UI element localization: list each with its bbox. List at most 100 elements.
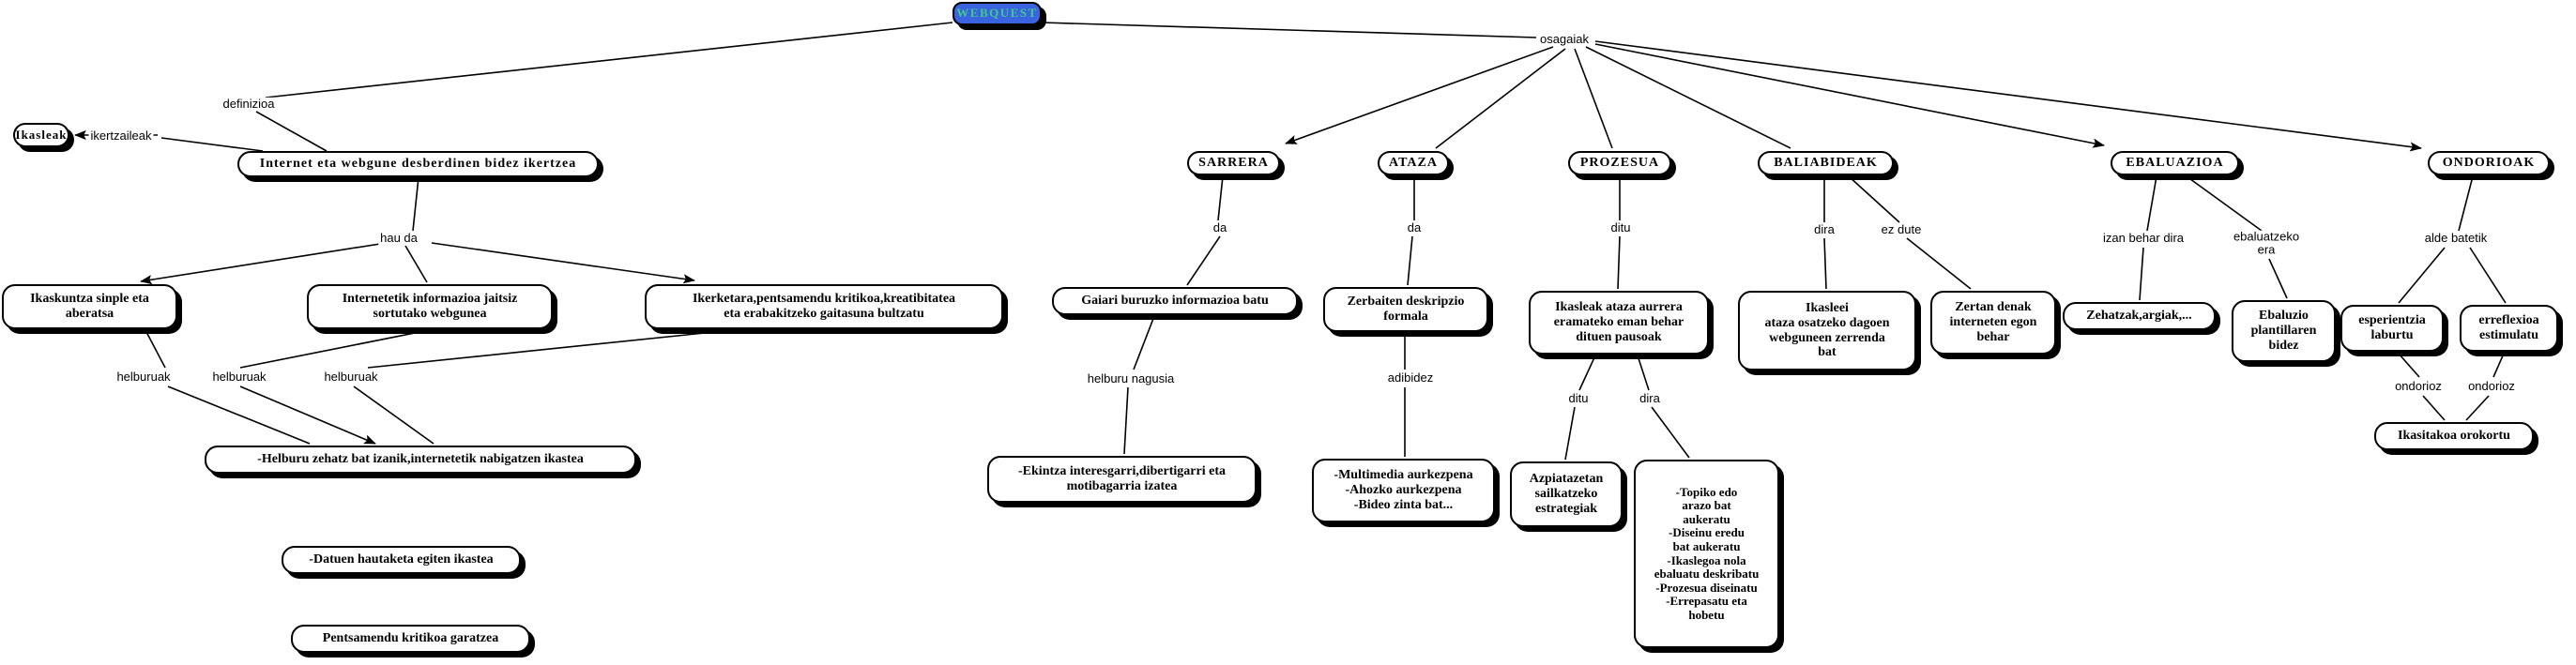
edge-osag-ondo [1594, 40, 2422, 152]
edge-label-ondorioz-1: ondorioz [2393, 378, 2444, 394]
node-label-helburu1: -Helburu zehatz bat izanik,internetetik … [257, 452, 584, 467]
node-sarrera[interactable]: SARRERA [1187, 151, 1280, 175]
node-ikaskuntza[interactable]: Ikaskuntza sinple eta aberatsa [2, 284, 177, 329]
node-zerbaiten[interactable]: Zerbaiten deskripzio formala [1323, 287, 1488, 332]
node-label-ebaluazioa: EBALUAZIOA [2126, 156, 2224, 171]
edge-ditu-ikataza [1617, 235, 1621, 290]
edge-label-izan-behar: izan behar dira [2101, 230, 2186, 246]
edge-ditu2-azpi [1564, 406, 1576, 461]
edge-label-definizioa: definizioa [221, 96, 277, 112]
edge-osag-ataza [1435, 48, 1566, 149]
edge-label-helburuak-3: helburuak [322, 369, 380, 385]
edge-haud-ikask [140, 243, 381, 285]
node-ebaluzio[interactable]: Ebaluzio plantillaren bidez [2232, 300, 2336, 362]
edge-label-dira-bal: dira [1812, 221, 1837, 237]
node-label-baliabideak: BALIABIDEAK [1774, 156, 1878, 171]
node-ikasleei[interactable]: Ikasleei ataza osatzeko dagoen webguneen… [1738, 291, 1916, 370]
edge-label-helburuak-1: helburuak [114, 369, 173, 385]
edge-label-ikertzaileak: ikertzaileak [88, 128, 154, 144]
edge-ikataza-ditu2 [1578, 355, 1596, 391]
node-webquest[interactable]: WEBQUEST [953, 2, 1042, 25]
edge-label-ditu-proz: ditu [1608, 219, 1633, 235]
node-webgunea[interactable]: Internetetik informazioa jaitsiz sortuta… [307, 284, 553, 329]
node-pentsamendu[interactable]: Pentsamendu kritikoa garatzea [291, 625, 530, 653]
edge-label-ondorioz-2: ondorioz [2466, 378, 2517, 394]
node-azpiatazetan[interactable]: Azpiatazetan sailkatzeko estrategiak [1510, 461, 1623, 527]
edge-osag-sarrera [1285, 46, 1554, 144]
node-label-esperientzia: esperientzia laburtu [2358, 313, 2426, 342]
node-ikasleak[interactable]: Ikasleak [13, 123, 69, 147]
node-label-sarrera: SARRERA [1198, 156, 1269, 171]
node-label-ekintza: -Ekintza interesgarri,dibertigarri eta m… [1018, 464, 1226, 493]
edge-dira-ikasleei [1823, 237, 1827, 290]
edge-osag-proz [1574, 48, 1613, 149]
edge-esper-ond1 [2398, 353, 2420, 378]
node-ikasleak-ataza[interactable]: Ikasleak ataza aurrera eramateko eman be… [1529, 291, 1709, 355]
node-esperientzia[interactable]: esperientzia laburtu [2340, 305, 2444, 352]
edge-helb1-h1 [167, 385, 311, 445]
edge-ikask-helb1 [145, 329, 166, 369]
edge-haud-web [404, 245, 428, 283]
node-label-ondorioak: ONDORIOAK [2442, 156, 2536, 171]
node-zertan[interactable]: Zertan denak interneten egon behar [1930, 291, 2056, 355]
node-label-ikasleei: Ikasleei ataza osatzeko dagoen webguneen… [1764, 301, 1890, 360]
node-ekintza[interactable]: -Ekintza interesgarri,dibertigarri eta m… [987, 456, 1257, 503]
node-label-ikasleak: Ikasleak [15, 127, 68, 142]
edge-osag-bal [1585, 46, 1791, 149]
edge-label-alde-batetik: alde batetik [2422, 230, 2490, 246]
edge-label-helburu-nag: helburu nagusia [1085, 370, 1177, 386]
edge-haud-iker [431, 242, 695, 284]
node-ikerketara[interactable]: Ikerketara,pentsamendu kritikoa,kreatibi… [645, 284, 1003, 329]
node-label-gaiari: Gaiari buruzko informazioa batu [1081, 294, 1269, 309]
edges [74, 22, 2507, 461]
edge-ondo-alde [2458, 175, 2474, 232]
edge-internet-haud [412, 176, 419, 232]
node-label-ikasitakoa: Ikasitakoa orokortu [2398, 429, 2510, 444]
edge-ond2-ikasi [2465, 395, 2490, 421]
edge-alde-esper [2398, 247, 2446, 304]
node-label-webgunea: Internetetik informazioa jaitsiz sortuta… [342, 292, 518, 321]
edge-osag-ebal [1594, 43, 2105, 148]
node-label-ebaluzio: Ebaluzio plantillaren bidez [2250, 309, 2317, 353]
node-label-ikasleak-ataza: Ikasleak ataza aurrera eramateko eman be… [1553, 300, 1684, 344]
node-topiko[interactable]: -Topiko edo arazo bat aukeratu -Diseinu … [1634, 460, 1779, 648]
node-ondorioak[interactable]: ONDORIOAK [2428, 151, 2550, 175]
node-label-zerbaiten: Zerbaiten deskripzio formala [1347, 295, 1465, 324]
edge-ikataza-dira [1637, 355, 1650, 391]
edge-errf-ond2 [2492, 353, 2505, 378]
edge-internet-ikertz [160, 137, 264, 152]
node-label-multimedia: -Multimedia aurkezpena -Ahozko aurkezpen… [1334, 468, 1473, 512]
node-gaiari[interactable]: Gaiari buruzko informazioa batu [1052, 287, 1298, 315]
node-multimedia[interactable]: -Multimedia aurkezpena -Ahozko aurkezpen… [1312, 459, 1495, 522]
edge-label-ebaluatzeko: ebaluatzeko era [2231, 229, 2302, 258]
node-ataza[interactable]: ATAZA [1378, 151, 1449, 175]
node-label-zertan: Zertan denak interneten egon behar [1949, 300, 2037, 344]
node-internet[interactable]: Internet eta webgune desberdinen bidez i… [237, 151, 599, 177]
edge-label-da-sarrera: da [1211, 219, 1229, 235]
node-ikasitakoa[interactable]: Ikasitakoa orokortu [2374, 422, 2534, 450]
node-label-errflexioa: erreflexioa estimulatu [2478, 313, 2539, 342]
edge-label-osagaiak: osagaiak [1537, 31, 1592, 47]
node-zehatzak[interactable]: Zehatzak,argiak,... [2063, 302, 2216, 330]
edge-web-helb2 [239, 329, 430, 369]
edge-iker-helb3 [367, 329, 733, 369]
edge-hn-ekintza [1123, 386, 1129, 455]
node-baliabideak[interactable]: BALIABIDEAK [1758, 151, 1894, 175]
node-errflexioa[interactable]: erreflexioa estimulatu [2460, 305, 2558, 352]
node-label-topiko: -Topiko edo arazo bat aukeratu -Diseinu … [1654, 484, 1760, 622]
edge-da-gaiari [1186, 235, 1221, 286]
edge-ebal-ebal [2186, 175, 2263, 232]
edge-sarrera-da [1217, 175, 1224, 221]
node-prozesua[interactable]: PROZESUA [1568, 151, 1671, 175]
node-label-webquest: WEBQUEST [956, 6, 1038, 20]
node-label-azpiatazetan: Azpiatazetan sailkatzeko estrategiak [1529, 472, 1604, 516]
node-helburu1[interactable]: -Helburu zehatz bat izanik,internetetik … [205, 446, 636, 474]
node-datuen[interactable]: -Datuen hautaketa egiten ikastea [282, 546, 521, 574]
edge-label-adibidez: adibidez [1385, 370, 1436, 385]
node-ebaluazioa[interactable]: EBALUAZIOA [2111, 151, 2239, 175]
edge-ezdute-zertan [1906, 237, 1972, 290]
edge-definizioa-dn [255, 111, 328, 152]
edge-label-da-ataza: da [1405, 219, 1424, 235]
edge-izan-zehatz [2139, 247, 2144, 301]
